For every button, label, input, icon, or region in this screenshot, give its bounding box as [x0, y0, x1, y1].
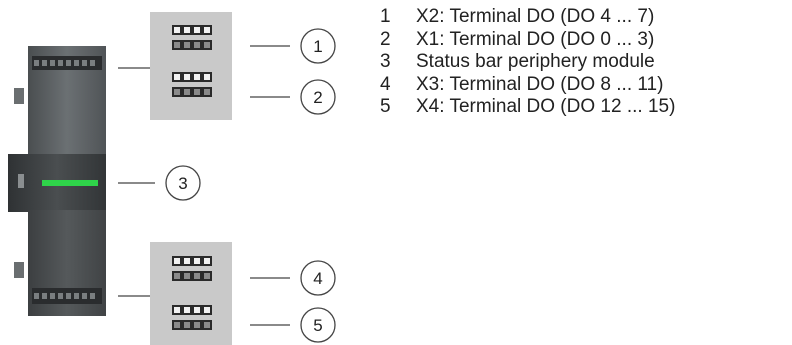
legend-item: 1 X2: Terminal DO (DO 4 ... 7) — [380, 6, 675, 29]
module-side-pin-bottom — [14, 262, 24, 278]
callout-marker-1: 1 — [300, 28, 336, 64]
legend-item: 5 X4: Terminal DO (DO 12 ... 15) — [380, 96, 675, 119]
legend-text: Status bar periphery module — [416, 51, 655, 72]
callout-number-5: 5 — [313, 316, 322, 335]
legend-text: X1: Terminal DO (DO 0 ... 3) — [416, 28, 655, 50]
legend-number: 1 — [380, 6, 391, 27]
callout-marker-4: 4 — [300, 260, 336, 296]
callout-number-2: 2 — [313, 88, 322, 107]
legend-text: X4: Terminal DO (DO 12 ... 15) — [416, 96, 676, 117]
legend-number: 2 — [380, 28, 391, 50]
callout-marker-3: 3 — [165, 165, 201, 201]
terminal-block-x1 — [172, 72, 212, 97]
callout-marker-5: 5 — [300, 307, 336, 343]
module-side-pin-top — [14, 88, 24, 104]
callout-legend: 1 X2: Terminal DO (DO 4 ... 7) 2 X1: Ter… — [380, 6, 675, 119]
legend-item: 3 Status bar periphery module — [380, 51, 675, 74]
module-top-connector-teeth — [34, 60, 95, 66]
terminal-block-x4 — [172, 305, 212, 330]
legend-text: X3: Terminal DO (DO 8 ... 11) — [416, 73, 664, 95]
legend-item: 2 X1: Terminal DO (DO 0 ... 3) — [380, 29, 675, 52]
periphery-module — [8, 46, 106, 316]
legend-number: 5 — [380, 96, 391, 117]
legend-text: X2: Terminal DO (DO 4 ... 7) — [416, 6, 655, 27]
callout-number-4: 4 — [313, 269, 322, 288]
module-bottom-connector-teeth — [34, 293, 95, 299]
legend-number: 4 — [380, 73, 391, 95]
legend-number: 3 — [380, 51, 391, 72]
callout-marker-2: 2 — [300, 79, 336, 115]
terminal-block-x2 — [150, 12, 232, 120]
module-side-latch — [18, 174, 24, 188]
callout-number-1: 1 — [313, 37, 322, 56]
status-led-bar — [42, 180, 98, 186]
callout-number-3: 3 — [178, 174, 187, 193]
legend-item: 4 X3: Terminal DO (DO 8 ... 11) — [380, 74, 675, 97]
